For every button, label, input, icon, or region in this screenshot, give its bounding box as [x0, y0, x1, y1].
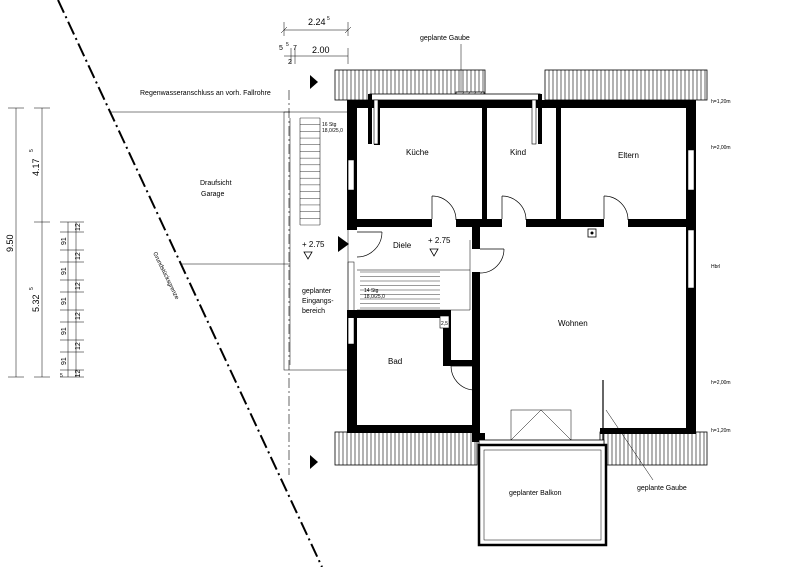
dim-12: 12 — [75, 223, 82, 231]
dim-12: 12 — [75, 312, 82, 320]
svg-text:2.24: 2.24 — [308, 17, 326, 27]
label-balkon: geplanter Balkon — [509, 490, 562, 497]
svg-text:5: 5 — [286, 42, 289, 48]
svg-text:h=2,00m: h=2,00m — [711, 145, 731, 151]
svg-text:7: 7 — [293, 45, 297, 52]
axis-marker-top — [310, 75, 318, 89]
svg-text:Hbrl: Hbrl — [711, 264, 720, 270]
room-diele: Diele — [393, 241, 412, 250]
stair-upper — [300, 117, 320, 226]
room-wohnen: Wohnen — [558, 319, 588, 328]
svg-text:4.17: 4.17 — [31, 158, 41, 176]
svg-text:5: 5 — [60, 373, 63, 379]
label-regen: Regenwasseranschluss an vorh. Fallrohre — [140, 90, 271, 97]
dim-12: 12 — [75, 370, 82, 378]
dim-91: 91 — [61, 357, 68, 365]
door-eltern — [603, 195, 629, 221]
svg-text:h=2,00m: h=2,00m — [711, 380, 731, 386]
svg-text:16 Stg: 16 Stg — [322, 122, 337, 128]
garage-outline — [283, 111, 349, 371]
label-eingang-1: geplanter — [302, 288, 332, 295]
svg-text:h=1,20m: h=1,20m — [711, 99, 731, 105]
dim-top: 2.24 5 2.00 5 5 7 2 — [279, 16, 352, 66]
label-eingang-3: bereich — [302, 308, 325, 315]
roof-bottom-left — [334, 431, 478, 466]
label-draufsicht-1: Draufsicht — [200, 180, 232, 187]
door-bad — [450, 365, 476, 391]
label-gaube-bottom: geplante Gaube — [637, 485, 687, 492]
svg-text:h=1,20m: h=1,20m — [711, 428, 731, 434]
level-left: + 2.75 — [302, 240, 325, 249]
dim-91: 91 — [61, 267, 68, 275]
room-kueche: Küche — [406, 148, 429, 157]
level-right: + 2.75 — [428, 236, 451, 245]
axis-marker-bottom — [310, 455, 318, 469]
svg-text:2: 2 — [288, 59, 292, 66]
roof-top-right — [544, 69, 708, 101]
room-eltern: Eltern — [618, 151, 639, 160]
svg-text:5: 5 — [327, 16, 330, 22]
svg-text:2.00: 2.00 — [312, 45, 330, 55]
stair-lower — [360, 271, 440, 309]
dim-left: 9.50 4.17 5 5.32 5 91 91 91 91 91 12 12 12 12 12 1… — [5, 107, 84, 379]
svg-text:18,0/25,0: 18,0/25,0 — [364, 294, 385, 300]
balkon — [477, 443, 608, 547]
label-eingang-2: Eingangs- — [302, 298, 334, 305]
svg-text:5: 5 — [279, 45, 283, 52]
label-gaube-top: geplante Gaube — [420, 35, 470, 42]
svg-text:9.50: 9.50 — [5, 234, 15, 252]
dim-12: 12 — [75, 252, 82, 260]
room-bad: Bad — [388, 357, 402, 366]
svg-text:14 Stg: 14 Stg — [364, 288, 379, 294]
label-grundstueck: Grundstücksgrenze — [151, 251, 179, 301]
door-wohnen — [479, 248, 505, 274]
roof-bottom-right — [599, 431, 708, 466]
door-entrance — [338, 231, 383, 258]
svg-text:5: 5 — [29, 149, 35, 152]
svg-text:18,0/25,0: 18,0/25,0 — [322, 128, 343, 134]
door-kueche — [431, 195, 457, 221]
dim-91: 91 — [61, 237, 68, 245]
room-kind: Kind — [510, 148, 526, 157]
dim-91: 91 — [61, 327, 68, 335]
dim-12: 12 — [75, 342, 82, 350]
svg-text:5.32: 5.32 — [31, 294, 41, 312]
dim-12: 12 — [75, 282, 82, 290]
wall-tag: 2,5 — [441, 321, 448, 327]
door-kind — [501, 195, 527, 221]
dim-91: 91 — [61, 297, 68, 305]
label-draufsicht-2: Garage — [201, 191, 224, 198]
svg-text:5: 5 — [29, 287, 35, 290]
property-line — [57, 0, 323, 567]
